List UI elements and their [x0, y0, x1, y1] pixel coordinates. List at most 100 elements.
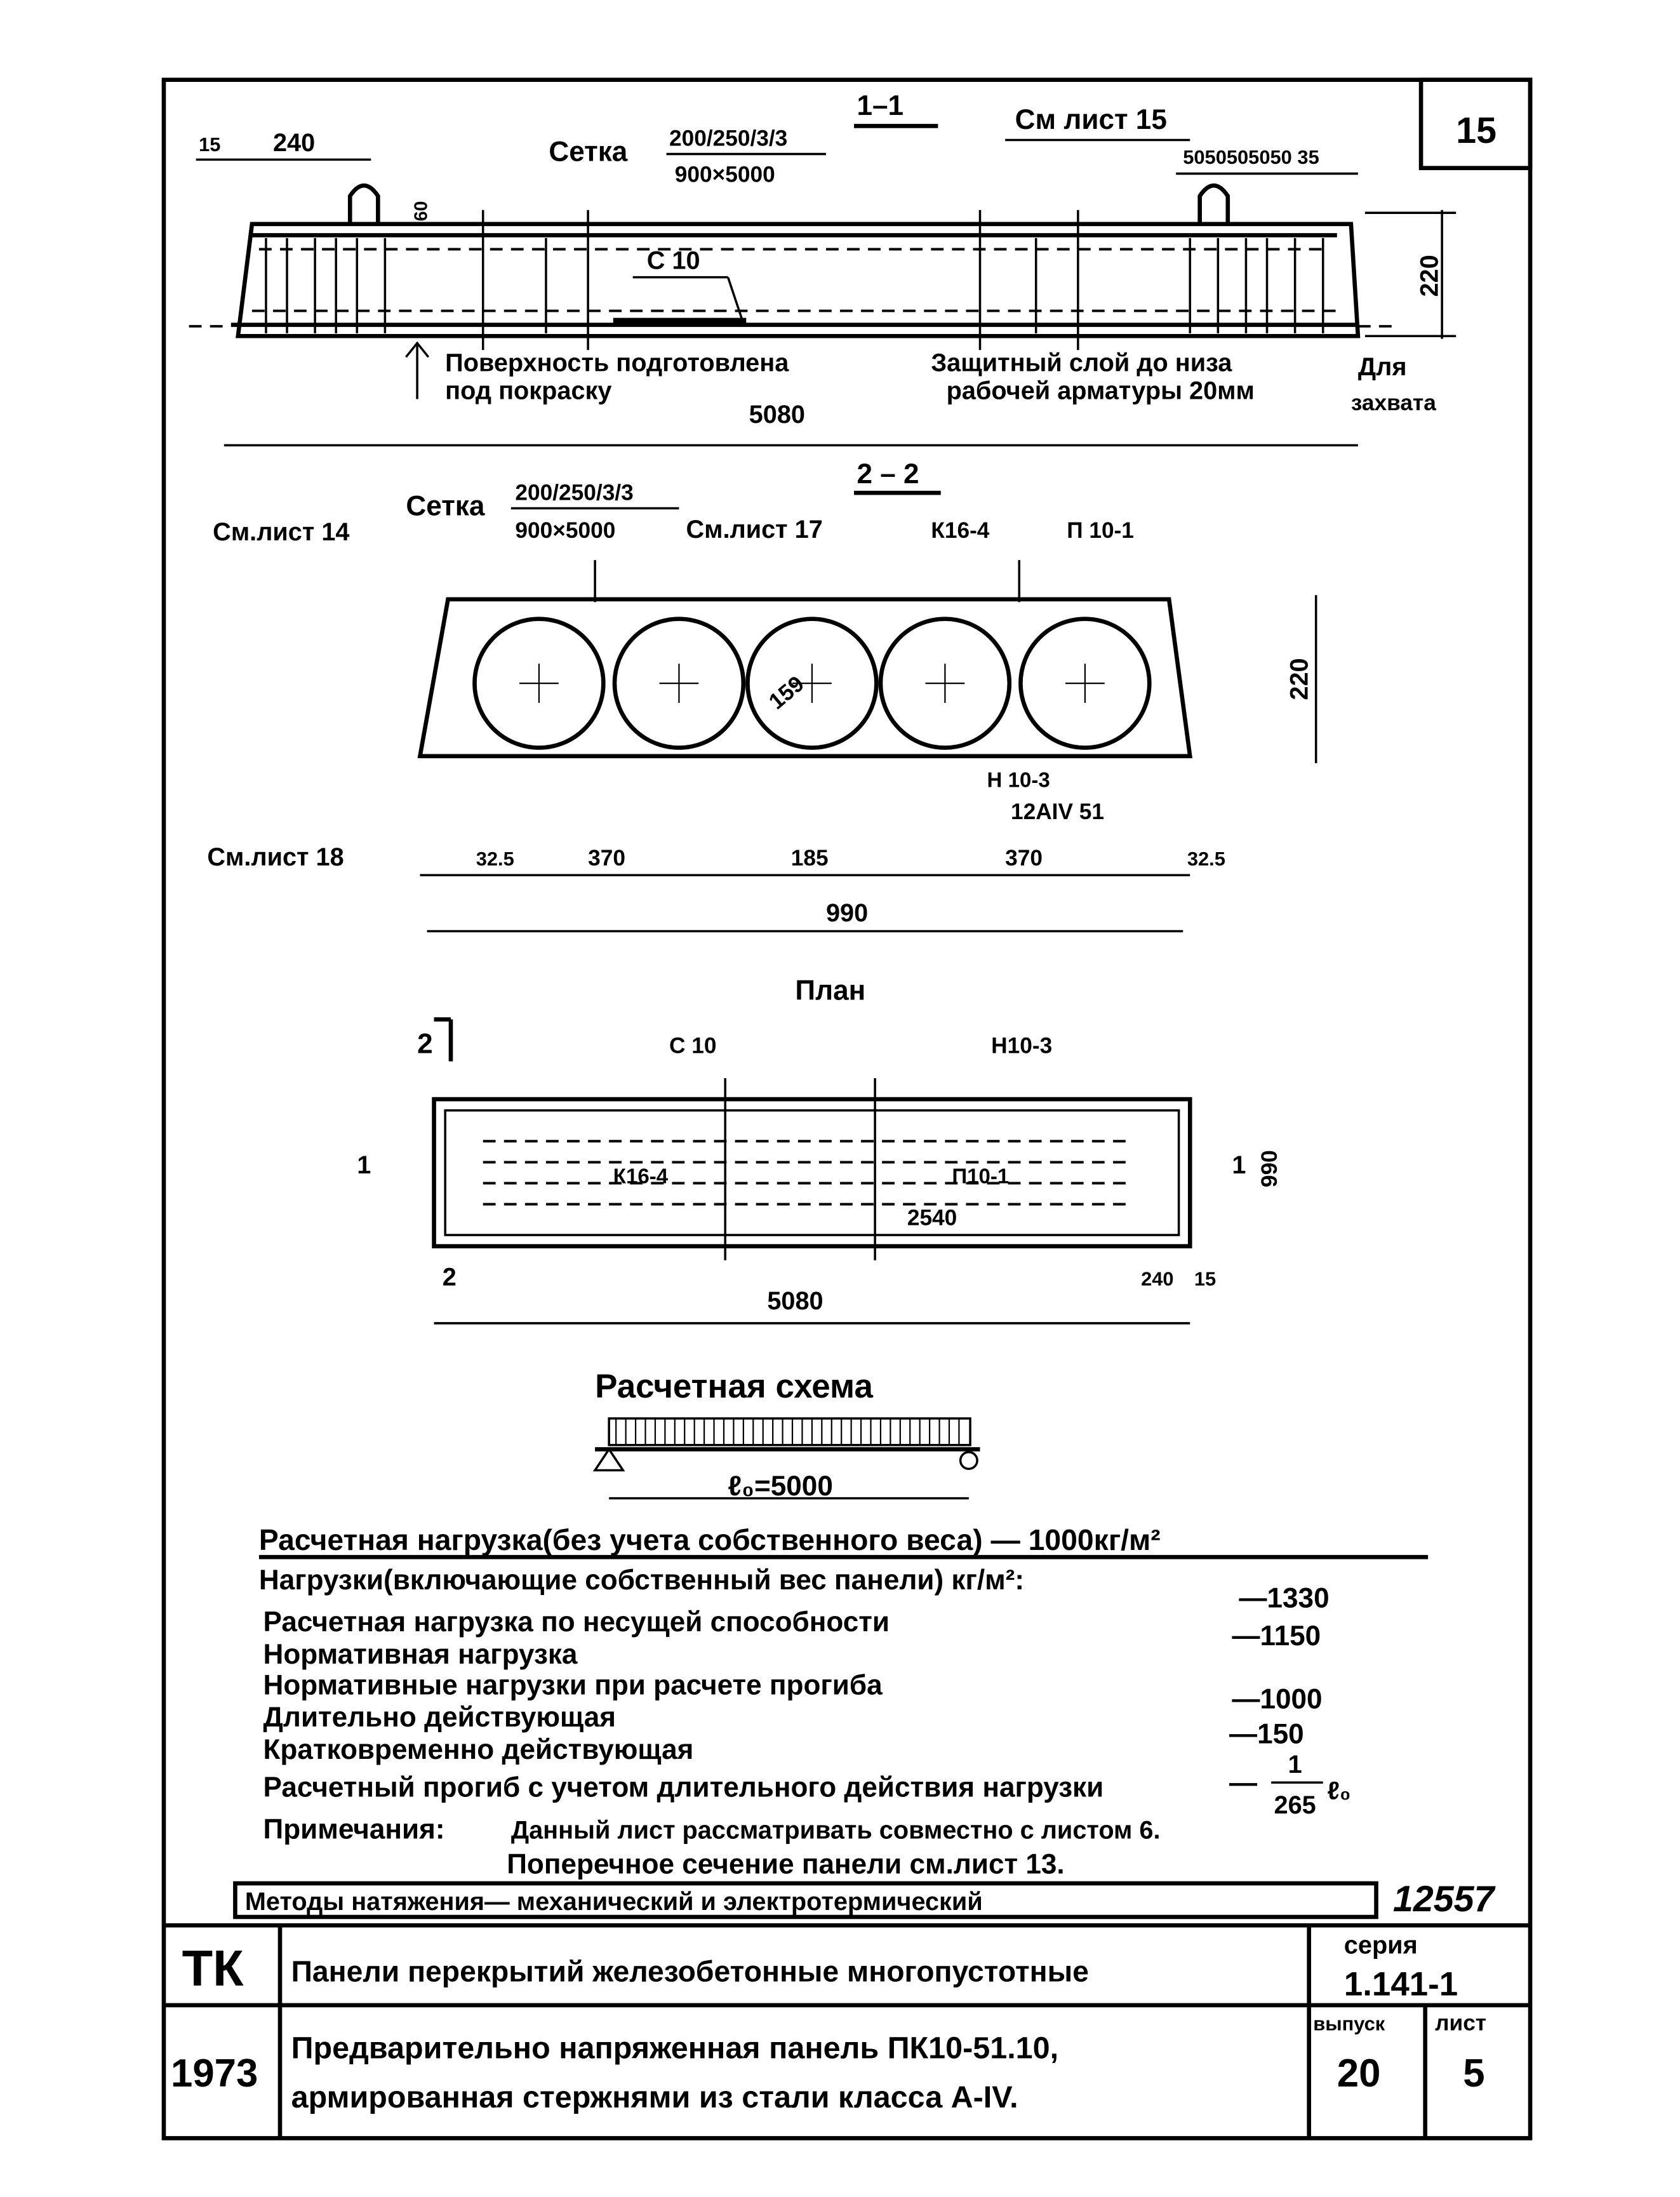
mesh-num-2: 200/250/3/3 — [515, 480, 633, 505]
section-2-title: 2 – 2 — [857, 458, 919, 490]
notes-label: Примечания: — [263, 1813, 445, 1845]
dim-240: 240 — [273, 129, 315, 157]
dim-32-5-left: 32.5 — [476, 848, 514, 870]
org-code: ТК — [182, 1940, 244, 1996]
load-row-2-value: —1150 — [1232, 1620, 1321, 1652]
loads-table: Расчетная нагрузка(без учета собственног… — [259, 1523, 1429, 1880]
issue-label: выпуск — [1313, 2013, 1385, 2035]
section-1-1: 1–1 Сетка 200/250/3/3 900×5000 См лист 1… — [189, 90, 1457, 447]
section-2-2: 2 – 2 Сетка 200/250/3/3 900×5000 См.лист… — [207, 458, 1317, 933]
void-center-mark — [659, 664, 699, 704]
k16-label: К16-4 — [931, 518, 989, 543]
cut-2-bottom: 2 — [443, 1263, 457, 1291]
see-sheet-17: См.лист 17 — [686, 516, 822, 544]
design-scheme: Расчетная схема ℓ₀=5000 — [592, 1368, 980, 1502]
height-220: 220 — [1416, 255, 1444, 297]
height-220-2: 220 — [1285, 658, 1313, 700]
note-surface-2: под покраску — [445, 377, 611, 404]
half-2540: 2540 — [907, 1206, 957, 1231]
dim-370-right: 370 — [1005, 846, 1043, 871]
load-row-5-value: —150 — [1229, 1719, 1304, 1750]
mesh-num: 200/250/3/3 — [669, 126, 787, 150]
scheme-title: Расчетная схема — [595, 1368, 873, 1405]
plan-outline — [432, 1097, 1192, 1248]
cut-1-left: 1 — [357, 1151, 371, 1179]
deflection-unit: ℓ₀ — [1327, 1777, 1350, 1805]
n10-plan: Н10-3 — [991, 1033, 1052, 1058]
load-row-1-label: Расчетная нагрузка по несущей способност… — [263, 1606, 890, 1638]
load-row-4-label: Длительно действующая — [263, 1702, 616, 1733]
void-circle — [612, 617, 746, 750]
note-cover-2: рабочей арматуры 20мм — [947, 377, 1255, 404]
void-circle — [472, 617, 606, 750]
note-grip-1: Для — [1358, 353, 1407, 381]
width-990-plan: 990 — [1257, 1150, 1282, 1187]
mesh-den: 900×5000 — [675, 163, 775, 187]
title-line-2b: армированная стержнями из стали класса А… — [291, 2080, 1018, 2114]
cut-2-top: 2 — [417, 1028, 433, 1059]
c10-label: С 10 — [647, 246, 700, 274]
deflection-num: 1 — [1288, 1751, 1302, 1779]
k16-plan: К16-4 — [613, 1165, 669, 1188]
sheet-label: лист — [1435, 2011, 1486, 2036]
dim-370-left: 370 — [588, 846, 625, 871]
load-row-6-label: Расчетный прогиб с учетом длительного де… — [263, 1772, 1104, 1803]
dim-185: 185 — [791, 846, 829, 871]
see-sheet-18: См.лист 18 — [207, 843, 343, 871]
void-center-mark — [792, 664, 832, 704]
design-load: Расчетная нагрузка(без учета собственног… — [259, 1523, 1161, 1556]
dim-spacing: 5050505050 35 — [1183, 146, 1319, 168]
issue-value: 20 — [1337, 2052, 1381, 2095]
load-row-1-value: —1330 — [1239, 1583, 1329, 1614]
cross-section-outline — [417, 597, 1193, 759]
methods-box — [233, 1881, 1378, 1920]
title-line-1: Панели перекрытий железобетонные многопу… — [291, 1954, 1089, 1987]
dim-15-plan: 15 — [1194, 1267, 1216, 1290]
year: 1973 — [171, 2052, 258, 2095]
width-990: 990 — [826, 899, 868, 927]
note-cover-1: Защитный слой до низа — [931, 349, 1232, 377]
loads-header: Нагрузки(включающие собственный вес пане… — [259, 1565, 1024, 1596]
c10-plan: С 10 — [669, 1033, 716, 1058]
note-grip-2: захвата — [1351, 391, 1436, 415]
mesh-label-2: Сетка — [406, 491, 484, 522]
title-block: ТК 1973 Панели перекрытий железобетонные… — [163, 1923, 1531, 2139]
void-circle — [1018, 617, 1152, 750]
diameter-label: 159 — [764, 671, 809, 714]
sheet-value: 5 — [1463, 2052, 1484, 2095]
void-center-mark — [925, 664, 965, 704]
series-label: серия — [1344, 1931, 1418, 1959]
corner-number: 15 — [1456, 110, 1497, 151]
panel-outline — [236, 222, 1361, 338]
span-label: ℓ₀=5000 — [728, 1471, 833, 1502]
load-row-3-label: Нормативные нагрузки при расчете прогиба — [263, 1669, 883, 1700]
mesh-den-2: 900×5000 — [515, 518, 615, 543]
void-circle — [878, 617, 1012, 750]
deflection-den: 265 — [1274, 1791, 1316, 1819]
load-row-2-label: Нормативная нагрузка — [263, 1639, 578, 1670]
inventory-number: 12557 — [1393, 1879, 1497, 1920]
dim-240-plan: 240 — [1141, 1267, 1173, 1290]
p10-plan: П10-1 — [952, 1165, 1009, 1188]
dim-60: 60 — [411, 201, 432, 222]
note-surface-1: Поверхность подготовлена — [445, 349, 789, 377]
series-value: 1.141-1 — [1344, 1965, 1458, 2003]
dim-15: 15 — [199, 133, 220, 156]
load-row-6-value: — — [1229, 1768, 1258, 1799]
length-5080: 5080 — [749, 401, 805, 429]
see-sheet-14: См.лист 14 — [213, 518, 349, 546]
void-center-mark — [519, 664, 559, 704]
void-circle — [745, 617, 879, 750]
length-5080-plan: 5080 — [767, 1287, 823, 1315]
load-row-4-value: —1000 — [1232, 1683, 1322, 1714]
sheet-frame — [161, 77, 1533, 2140]
see-sheet-15: См лист 15 — [1015, 104, 1167, 135]
load-row-5-label: Кратковременно действующая — [263, 1734, 694, 1765]
mesh-label: Сетка — [549, 137, 627, 168]
title-line-2a: Предварительно напряженная панель ПК10-5… — [291, 2031, 1058, 2066]
cut-1-right: 1 — [1232, 1151, 1246, 1179]
corner-box — [1418, 77, 1533, 170]
dim-32-5-right: 32.5 — [1187, 848, 1225, 870]
section-1-title: 1–1 — [857, 90, 903, 121]
